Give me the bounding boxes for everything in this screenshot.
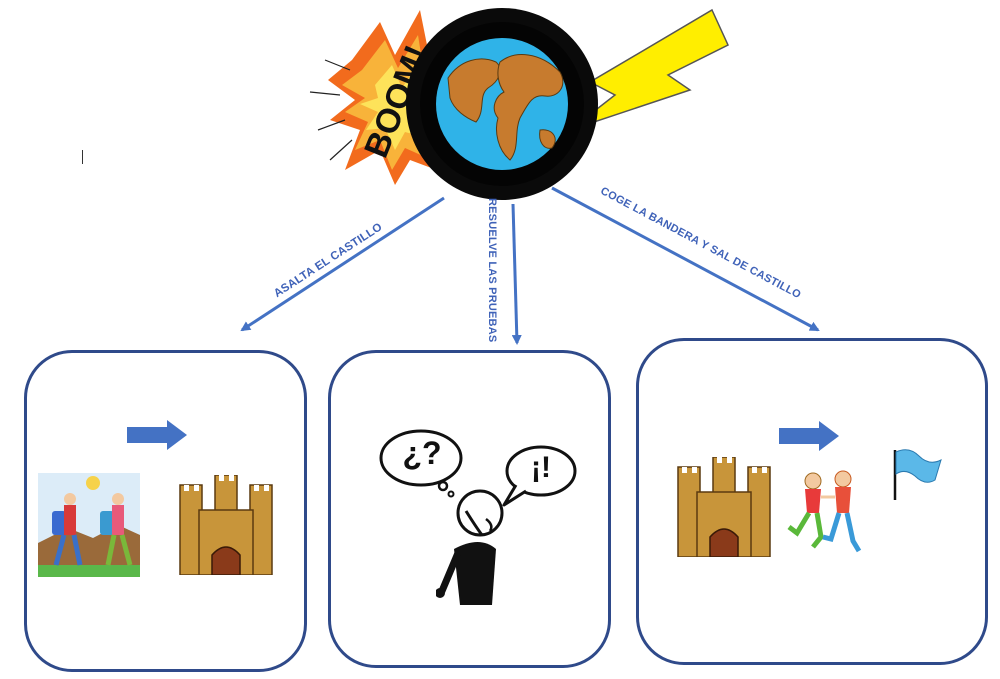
earth-icon	[436, 38, 568, 170]
arrow-to-asalta	[240, 196, 445, 332]
exclamation-text: ¡!	[531, 451, 551, 484]
arrow-to-resuelve	[511, 203, 522, 345]
arrow-right-icon	[779, 421, 839, 451]
castle-icon	[179, 475, 273, 575]
castle-icon	[677, 457, 771, 557]
text-cursor	[82, 150, 83, 164]
hikers-icon	[38, 473, 140, 577]
arrow-right-icon	[127, 420, 187, 450]
arrow-to-coge	[551, 186, 820, 332]
branch-label-resuelve: RESUELVE LAS PRUEBAS	[486, 198, 498, 343]
flag-icon	[893, 449, 942, 500]
box-coge-la-bandera	[636, 338, 988, 665]
question-bubble-icon	[379, 429, 463, 498]
exclamation-bubble-icon	[502, 445, 577, 507]
running-children-icon	[787, 470, 862, 553]
box-resuelve-las-pruebas: ¿? ¡!	[328, 350, 611, 668]
box-asalta-el-castillo	[24, 350, 307, 672]
question-text: ¿?	[402, 435, 442, 471]
thinking-person-icon	[436, 489, 504, 605]
